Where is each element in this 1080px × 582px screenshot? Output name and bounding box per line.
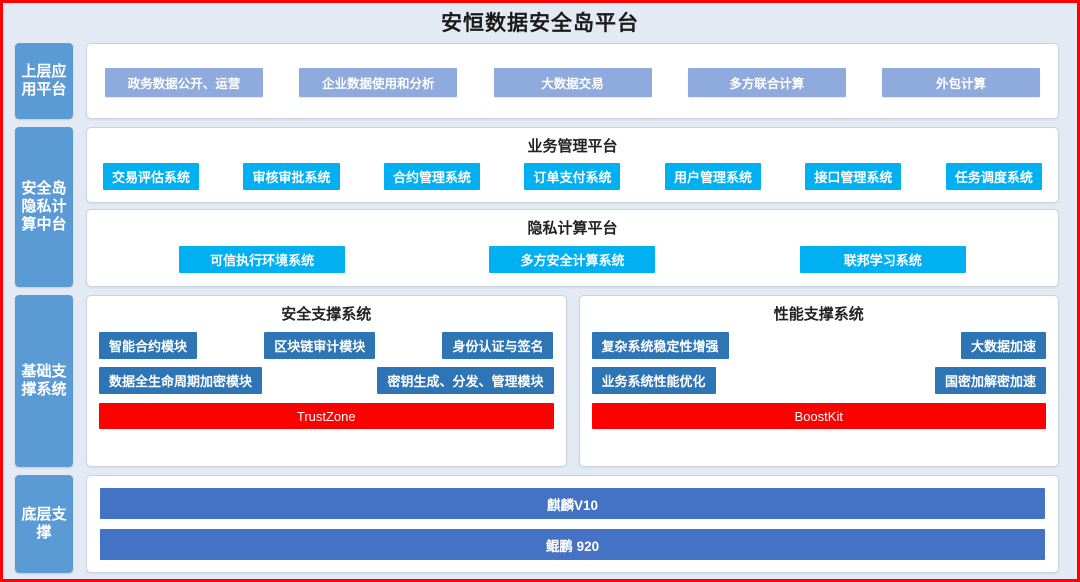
sidebar-item-label: 上层应用平台 bbox=[21, 63, 67, 98]
priv-chip-federated-learning[interactable]: 联邦学习系统 bbox=[799, 245, 966, 273]
sidebar-item-application-platform[interactable]: 上层应用平台 bbox=[15, 43, 73, 119]
app-chip-multiparty-compute[interactable]: 多方联合计算 bbox=[687, 67, 846, 97]
footer-security-support: TrustZone bbox=[87, 403, 566, 429]
app-chip-enterprise-data[interactable]: 企业数据使用和分析 bbox=[299, 67, 458, 97]
chip-row-security-1: 智能合约模块 区块链审计模块 身份认证与签名 bbox=[99, 332, 554, 359]
sidebar-item-privacy-midplatform[interactable]: 安全岛隐私计算中台 bbox=[15, 127, 73, 287]
perf-chip-business-optimization[interactable]: 业务系统性能优化 bbox=[591, 367, 716, 394]
panel-security-support: 安全支撑系统 智能合约模块 区块链审计模块 身份认证与签名 数据全生命周期加密模… bbox=[86, 295, 567, 467]
priv-chip-tee[interactable]: 可信执行环境系统 bbox=[179, 245, 346, 273]
priv-chip-mpc[interactable]: 多方安全计算系统 bbox=[489, 245, 656, 273]
panel-business-management: 业务管理平台 交易评估系统 审核审批系统 合约管理系统 订单支付系统 用户管理系… bbox=[86, 127, 1059, 203]
chip-group-business: 交易评估系统 审核审批系统 合约管理系统 订单支付系统 用户管理系统 接口管理系… bbox=[87, 156, 1058, 196]
sidebar-item-label: 基础支撑系统 bbox=[21, 363, 67, 398]
biz-chip-task-scheduling[interactable]: 任务调度系统 bbox=[945, 162, 1042, 190]
sec-chip-blockchain-audit[interactable]: 区块链审计模块 bbox=[264, 332, 376, 359]
panel-title-security-support: 安全支撑系统 bbox=[281, 306, 372, 323]
biz-chip-review-approval[interactable]: 审核审批系统 bbox=[243, 162, 340, 190]
page-title: 安恒数据安全岛平台 bbox=[3, 7, 1077, 37]
sec-chip-trustzone[interactable]: TrustZone bbox=[99, 403, 554, 429]
layer-body-application: 政务数据公开、运营 企业数据使用和分析 大数据交易 多方联合计算 外包计算 bbox=[86, 43, 1059, 119]
layer-row-application: 上层应用平台 政务数据公开、运营 企业数据使用和分析 大数据交易 多方联合计算 … bbox=[15, 43, 1059, 119]
panel-title-performance-support: 性能支撑系统 bbox=[773, 306, 864, 323]
sidebar-item-label: 安全岛隐私计算中台 bbox=[21, 180, 67, 233]
panel-privacy-computing: 隐私计算平台 可信执行环境系统 多方安全计算系统 联邦学习系统 bbox=[86, 209, 1059, 287]
biz-chip-trade-assessment[interactable]: 交易评估系统 bbox=[103, 162, 200, 190]
sec-chip-lifecycle-encryption[interactable]: 数据全生命周期加密模块 bbox=[99, 367, 263, 394]
layer-row-foundation-support: 基础支撑系统 安全支撑系统 智能合约模块 区块链审计模块 身份认证与签名 数据全… bbox=[15, 295, 1059, 467]
chip-grid-performance-support: 复杂系统稳定性增强 大数据加速 业务系统性能优化 国密加解密加速 bbox=[580, 324, 1059, 394]
app-chip-gov-data[interactable]: 政务数据公开、运营 bbox=[105, 67, 263, 97]
bottom-bar-kylin-v10[interactable]: 麒麟V10 bbox=[100, 488, 1045, 519]
chip-grid-security-support: 智能合约模块 区块链审计模块 身份认证与签名 数据全生命周期加密模块 密钥生成、… bbox=[87, 324, 566, 394]
panel-title-privacy-computing: 隐私计算平台 bbox=[527, 220, 618, 237]
layer-row-privacy-midplatform: 安全岛隐私计算中台 业务管理平台 交易评估系统 审核审批系统 合约管理系统 订单… bbox=[15, 127, 1059, 287]
app-chip-bigdata-trade[interactable]: 大数据交易 bbox=[493, 67, 652, 97]
sec-chip-smart-contract[interactable]: 智能合约模块 bbox=[99, 332, 198, 359]
app-chip-outsourced-compute[interactable]: 外包计算 bbox=[882, 67, 1040, 97]
perf-chip-system-stability[interactable]: 复杂系统稳定性增强 bbox=[591, 332, 729, 359]
sec-chip-identity-signature[interactable]: 身份认证与签名 bbox=[442, 332, 554, 359]
biz-chip-interface-management[interactable]: 接口管理系统 bbox=[805, 162, 902, 190]
page-title-text: 安恒数据安全岛平台 bbox=[441, 12, 639, 35]
panel-bottom-support: 麒麟V10 鲲鹏 920 bbox=[86, 475, 1059, 573]
sec-chip-key-management[interactable]: 密钥生成、分发、管理模块 bbox=[377, 367, 554, 394]
biz-chip-contract-management[interactable]: 合约管理系统 bbox=[383, 162, 480, 190]
chip-group-privacy: 可信执行环境系统 多方安全计算系统 联邦学习系统 bbox=[87, 238, 1058, 280]
panel-title-business-management: 业务管理平台 bbox=[527, 138, 618, 155]
biz-chip-order-payment[interactable]: 订单支付系统 bbox=[524, 162, 621, 190]
chip-row-performance-1: 复杂系统稳定性增强 大数据加速 bbox=[591, 332, 1046, 359]
sidebar-item-label: 底层支撑 bbox=[21, 506, 67, 541]
sidebar-item-foundation-support[interactable]: 基础支撑系统 bbox=[15, 295, 73, 467]
panel-performance-support: 性能支撑系统 复杂系统稳定性增强 大数据加速 业务系统性能优化 国密加解密加速 … bbox=[578, 295, 1059, 467]
layer-body-foundation-support: 安全支撑系统 智能合约模块 区块链审计模块 身份认证与签名 数据全生命周期加密模… bbox=[86, 295, 1059, 467]
perf-chip-boostkit[interactable]: BoostKit bbox=[591, 403, 1046, 429]
panel-application-platform: 政务数据公开、运营 企业数据使用和分析 大数据交易 多方联合计算 外包计算 bbox=[86, 43, 1059, 119]
layer-body-privacy-midplatform: 业务管理平台 交易评估系统 审核审批系统 合约管理系统 订单支付系统 用户管理系… bbox=[86, 127, 1059, 287]
chip-row-performance-2: 业务系统性能优化 国密加解密加速 bbox=[591, 367, 1046, 394]
footer-performance-support: BoostKit bbox=[580, 403, 1059, 429]
biz-chip-user-management[interactable]: 用户管理系统 bbox=[664, 162, 761, 190]
perf-chip-bigdata-acceleration[interactable]: 大数据加速 bbox=[960, 332, 1046, 359]
chip-group-application: 政务数据公开、运营 企业数据使用和分析 大数据交易 多方联合计算 外包计算 bbox=[87, 44, 1058, 120]
layer-body-bottom-support: 麒麟V10 鲲鹏 920 bbox=[86, 475, 1059, 573]
perf-chip-sm-crypto-acceleration[interactable]: 国密加解密加速 bbox=[934, 367, 1046, 394]
layer-row-bottom-support: 底层支撑 麒麟V10 鲲鹏 920 bbox=[15, 475, 1059, 573]
chip-row-security-2: 数据全生命周期加密模块 密钥生成、分发、管理模块 bbox=[99, 367, 554, 394]
sidebar-item-bottom-support[interactable]: 底层支撑 bbox=[15, 475, 73, 573]
bottom-bar-kunpeng-920[interactable]: 鲲鹏 920 bbox=[100, 529, 1045, 560]
